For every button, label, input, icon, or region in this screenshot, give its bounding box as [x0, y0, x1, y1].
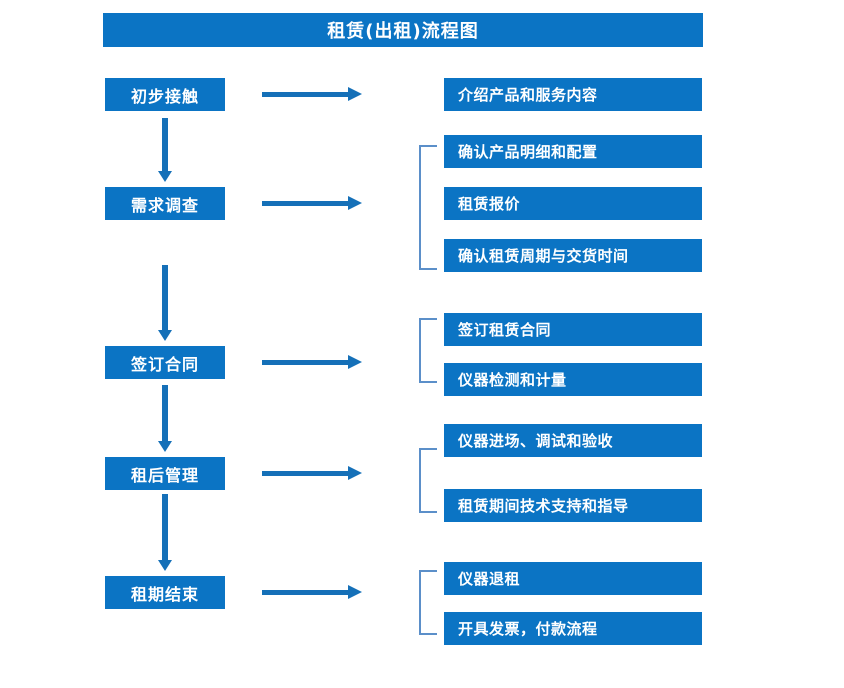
branch-arrow-right-4 — [262, 466, 362, 480]
detail-box-8[interactable]: 租赁期间技术支持和指导 — [444, 489, 702, 522]
detail-box-3[interactable]: 租赁报价 — [444, 187, 702, 220]
arrow-head — [348, 355, 362, 369]
flow-arrow-down-4 — [158, 494, 172, 571]
flow-arrow-down-3 — [158, 385, 172, 452]
arrow-head — [158, 330, 172, 341]
bracket-group-3 — [419, 318, 437, 383]
arrow-shaft — [262, 471, 350, 476]
detail-box-4[interactable]: 确认租赁周期与交货时间 — [444, 239, 702, 272]
branch-arrow-right-1 — [262, 87, 362, 101]
detail-box-2[interactable]: 确认产品明细和配置 — [444, 135, 702, 168]
stage-box-2[interactable]: 需求调查 — [105, 187, 225, 220]
arrow-head — [348, 87, 362, 101]
arrow-head — [158, 560, 172, 571]
stage-box-3[interactable]: 签订合同 — [105, 346, 225, 379]
detail-box-6[interactable]: 仪器检测和计量 — [444, 363, 702, 396]
stage-box-5[interactable]: 租期结束 — [105, 576, 225, 609]
arrow-shaft — [262, 590, 350, 595]
branch-arrow-right-2 — [262, 196, 362, 210]
arrow-head — [158, 441, 172, 452]
stage-box-4[interactable]: 租后管理 — [105, 457, 225, 490]
arrow-shaft — [162, 385, 168, 441]
detail-box-7[interactable]: 仪器进场、调试和验收 — [444, 424, 702, 457]
branch-arrow-right-3 — [262, 355, 362, 369]
arrow-shaft — [162, 494, 168, 560]
detail-box-9[interactable]: 仪器退租 — [444, 562, 702, 595]
detail-box-5[interactable]: 签订租赁合同 — [444, 313, 702, 346]
arrow-head — [348, 466, 362, 480]
arrow-shaft — [162, 118, 168, 171]
stage-box-1[interactable]: 初步接触 — [105, 78, 225, 111]
bracket-group-5 — [419, 570, 437, 635]
arrow-shaft — [162, 265, 168, 330]
bracket-group-4 — [419, 448, 437, 513]
page-title: 租赁(出租)流程图 — [103, 13, 703, 47]
detail-box-10[interactable]: 开具发票，付款流程 — [444, 612, 702, 645]
arrow-head — [348, 585, 362, 599]
arrow-head — [158, 171, 172, 182]
arrow-shaft — [262, 360, 350, 365]
flow-arrow-down-1 — [158, 118, 172, 182]
arrow-shaft — [262, 92, 350, 97]
branch-arrow-right-5 — [262, 585, 362, 599]
flow-arrow-down-2 — [158, 265, 172, 341]
detail-box-1[interactable]: 介绍产品和服务内容 — [444, 78, 702, 111]
bracket-group-2 — [419, 145, 437, 270]
arrow-head — [348, 196, 362, 210]
arrow-shaft — [262, 201, 350, 206]
